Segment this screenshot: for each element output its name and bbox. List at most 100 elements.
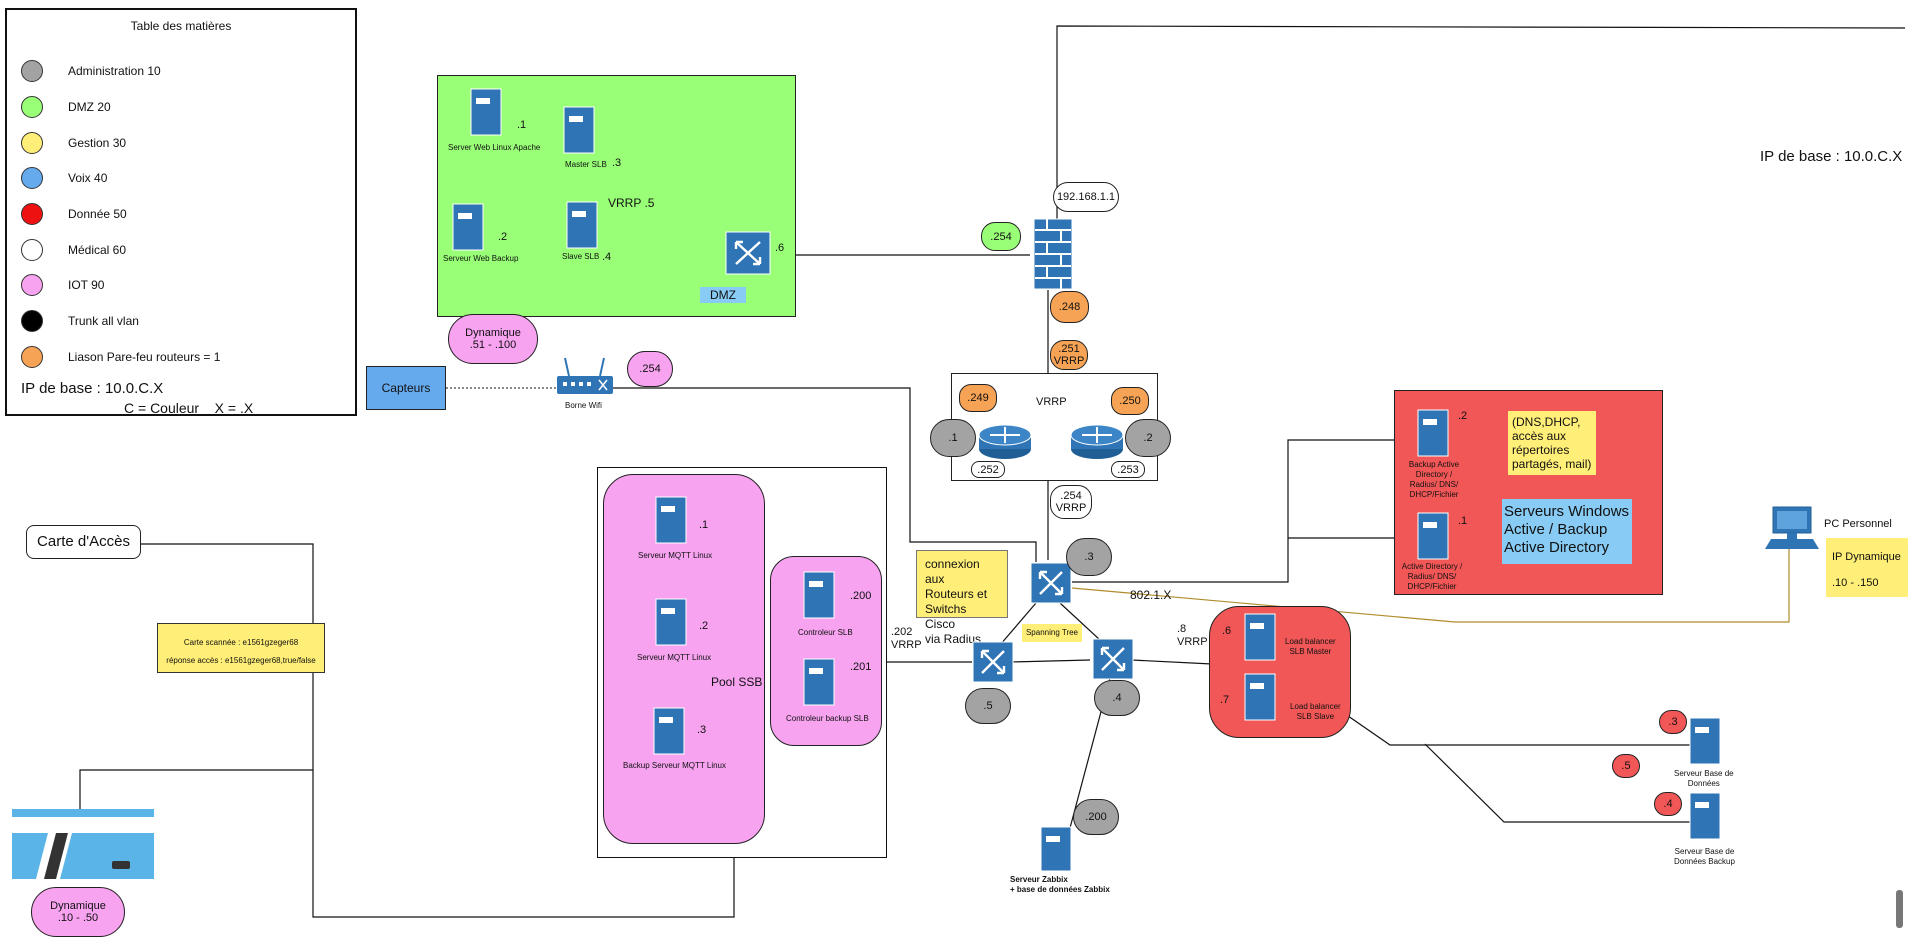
zabbix-label: Serveur Zabbix+ base de données Zabbix (1010, 875, 1110, 894)
switch-right-icon (1092, 638, 1136, 687)
dmz-ip-6: .6 (775, 242, 785, 254)
router-left-admin-ip: .1 (930, 419, 976, 457)
controller-ip-200: .200 (850, 590, 872, 602)
dmz-label: DMZ (700, 287, 746, 303)
dmz-vrrp: VRRP .5 (608, 196, 655, 210)
router-left-lan-ip: .249 (959, 384, 997, 412)
firewall-icon (1033, 218, 1075, 298)
services-note: (DNS,DHCP, accès aux répertoires partagé… (1508, 411, 1596, 475)
backup-ad-server-icon (1417, 409, 1451, 464)
dmz-ip-4: .4 (602, 251, 612, 263)
wifi-access-point-icon (555, 356, 615, 405)
dmz-ip-2: .2 (498, 231, 508, 243)
dmz-server-label-3: Serveur Web Backup (443, 254, 519, 263)
pc-label: PC Personnel (1824, 518, 1892, 530)
legend-item-label: Médical 60 (68, 243, 127, 257)
mqtt-ip-1: .1 (699, 519, 709, 531)
legend-item: Trunk all vlan (21, 308, 139, 334)
core-switch-ip: .3 (1066, 538, 1112, 576)
mqtt-ip-2: .2 (699, 620, 709, 632)
lb-zone (1209, 606, 1351, 738)
wifi-ip: .254 (627, 351, 673, 387)
spanning-tree-label: Spanning Tree (1022, 624, 1082, 642)
mqtt-label-1: Serveur MQTT Linux (638, 551, 713, 560)
legend-item: Médical 60 (21, 237, 126, 263)
master-slb-icon (563, 106, 597, 161)
controller-label-1: Controleur SLB (798, 628, 853, 637)
legend-item: Gestion 30 (21, 130, 126, 156)
legend-item: DMZ 20 (21, 94, 111, 120)
legend-color-dot (21, 274, 43, 296)
zabbix-server-icon (1040, 826, 1074, 879)
db-server-icon (1689, 717, 1723, 772)
dot1x-label: 802.1.X (1130, 588, 1172, 602)
switch-right-ip: .4 (1094, 680, 1140, 716)
router-right-admin-ip: .2 (1125, 419, 1171, 457)
lb-slave-icon (1244, 673, 1278, 728)
lb-master-icon (1244, 613, 1278, 668)
router-left-icon (978, 421, 1034, 466)
legend-panel: Table des matières Administration 10 DMZ … (5, 8, 357, 416)
pc-icon (1763, 505, 1819, 558)
legend-item: Donnée 50 (21, 201, 127, 227)
dmz-server-label-1: Server Web Linux Apache (448, 143, 541, 152)
firewall-lan-ip: .248 (1050, 291, 1089, 323)
mqtt-server-2-icon (655, 598, 689, 653)
router-left-bottom-ip: .252 (971, 461, 1005, 478)
controller-ip-201: .201 (850, 661, 872, 673)
lb-master-ip: .6 (1222, 625, 1232, 637)
switch-left-icon (972, 641, 1016, 690)
access-dynamic-range: Dynamique.10 - .50 (31, 887, 125, 937)
slave-slb-icon (566, 201, 600, 256)
legend-item-label: IOT 90 (68, 278, 105, 292)
legend-item-label: Gestion 30 (68, 136, 127, 150)
mqtt-label-2: Serveur MQTT Linux (637, 653, 712, 662)
legend-color-dot (21, 96, 43, 118)
ad-ip: .1 (1458, 515, 1468, 527)
legend-color-dot (21, 132, 43, 154)
dmz-dynamic-range: Dynamique.51 - .100 (448, 314, 538, 364)
mqtt-server-3-icon (653, 707, 687, 762)
pool-ssb-label: Pool SSB (711, 675, 763, 689)
zabbix-ip: .200 (1073, 799, 1119, 835)
firewall-dmz-ip: .254 (981, 222, 1021, 251)
db-backup-server-icon (1689, 792, 1723, 847)
legend-color-dot (21, 310, 43, 332)
mqtt-ip-3: .3 (697, 724, 707, 736)
legend-item-label: Administration 10 (68, 64, 161, 78)
turnstile-icon (12, 809, 154, 884)
legend-item: Liason Pare-feu routeurs = 1 (21, 344, 220, 370)
router-right-lan-ip: .250 (1111, 387, 1149, 415)
db-lb-ip: .5 (1612, 754, 1640, 778)
dmz-ip-3: .3 (612, 157, 622, 169)
db-backup-ip: .4 (1654, 792, 1682, 816)
legend-title: Table des matières (130, 19, 232, 33)
lb-slave-ip: .7 (1220, 694, 1230, 706)
mqtt-server-1-icon (655, 496, 689, 551)
legend-item-label: DMZ 20 (68, 100, 111, 114)
wifi-label: Borne Wifi (565, 401, 602, 410)
legend-color-def: C = Couleur X = .X (124, 400, 254, 416)
legend-color-dot (21, 167, 43, 189)
legend-item-label: Voix 40 (68, 171, 108, 185)
capteurs-box: Capteurs (366, 366, 446, 410)
legend-item-label: Trunk all vlan (68, 314, 139, 328)
access-card-box: Carte d'Accès (26, 525, 141, 559)
vertical-scrollbar[interactable] (1896, 890, 1903, 928)
mqtt-label-3: Backup Serveur MQTT Linux (623, 761, 727, 770)
ad-label: Active Directory / Radius/ DNS/ DHCP/Fic… (1401, 562, 1463, 591)
legend-color-dot (21, 60, 43, 82)
legend-ip-base: IP de base : 10.0.C.X (21, 380, 164, 397)
backup-ad-label: Backup Active Directory / Radius/ DNS/ D… (1408, 460, 1460, 499)
router-right-icon (1070, 421, 1126, 466)
router-right-bottom-ip: .253 (1111, 461, 1145, 478)
switch-left-ip: .5 (965, 688, 1011, 724)
